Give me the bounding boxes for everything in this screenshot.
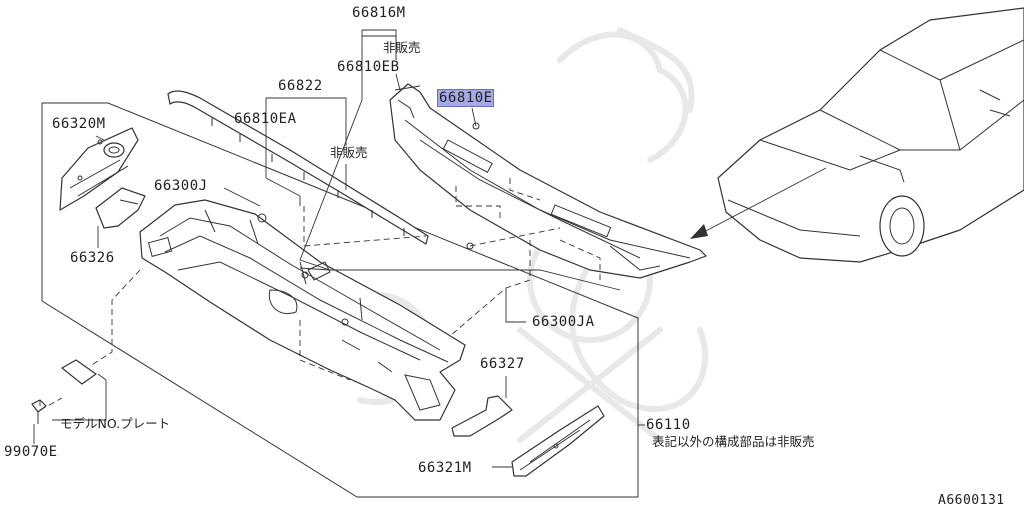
label-66816M[interactable]: 66816M: [352, 5, 406, 21]
dash-2: [469, 227, 561, 247]
part-66326-drawing: [95, 187, 146, 229]
dash-8: [39, 397, 63, 411]
dash-5: [449, 240, 531, 337]
label-99070E[interactable]: 99070E: [4, 444, 58, 460]
label-66810E-highlighted[interactable]: 66810E: [437, 89, 494, 107]
dash-4: [509, 178, 541, 201]
part-66321M-drawing: [511, 405, 605, 477]
part-66810E-drawing: [389, 83, 707, 279]
dash-6: [559, 239, 601, 284]
label-66321M[interactable]: 66321M: [418, 460, 472, 476]
label-66300JA[interactable]: 66300JA: [532, 314, 595, 330]
label-66300J[interactable]: 66300J: [154, 178, 208, 194]
note-model-plate: モデルNO.プレート: [60, 416, 171, 431]
label-66327[interactable]: 66327: [480, 356, 525, 372]
part-66320M-drawing: [59, 127, 139, 211]
part-66327-drawing: [451, 395, 513, 437]
label-66810EA[interactable]: 66810EA: [234, 111, 297, 127]
diagram-code: A6600131: [938, 493, 1005, 508]
assembly-frame: [41, 102, 639, 498]
dash-3: [455, 186, 501, 220]
leader-lines: [33, 29, 645, 468]
location-arrow-head: [690, 224, 708, 239]
label-66810EB[interactable]: 66810EB: [337, 59, 400, 75]
note-components-not-sold: 表記以外の構成部品は非販売: [652, 434, 815, 449]
model-plate-drawing: [31, 359, 97, 424]
label-66320M[interactable]: 66320M: [52, 116, 106, 132]
note-not-sold-middle: 非販売: [330, 145, 368, 160]
part-66822-drawing: [167, 90, 429, 245]
label-66822[interactable]: 66822: [278, 78, 323, 94]
dash-9: [299, 320, 351, 381]
dash-7: [89, 269, 141, 367]
location-arrow-line: [699, 167, 827, 235]
note-not-sold-upper: 非販売: [383, 40, 421, 55]
vehicle-drawing: [717, 7, 1024, 263]
label-66110[interactable]: 66110: [646, 417, 691, 433]
dash-1: [303, 206, 427, 247]
part-66300J-drawing: [139, 199, 466, 421]
label-66326[interactable]: 66326: [70, 250, 115, 266]
